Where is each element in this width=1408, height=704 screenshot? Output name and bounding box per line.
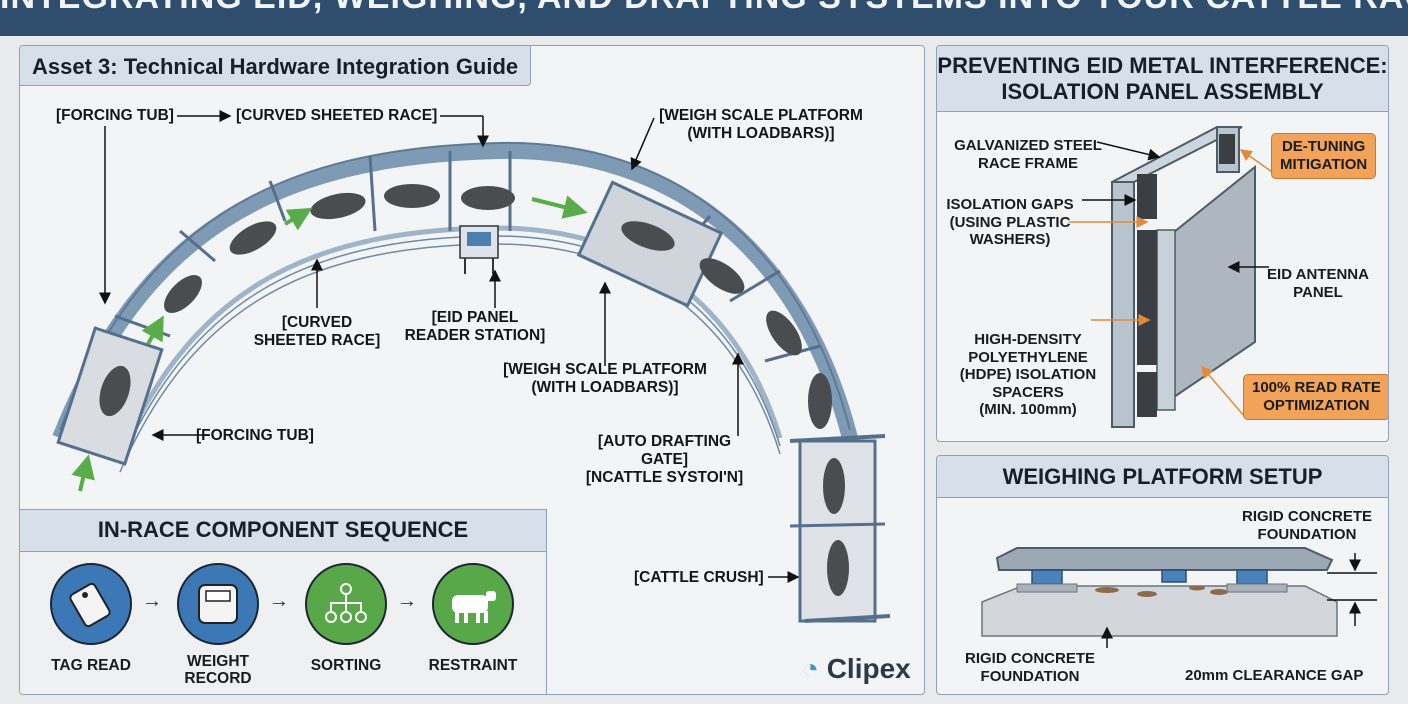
seq-arrow-1: →	[142, 590, 162, 612]
sequence-panel: IN-RACE COMPONENT SEQUENCE → → → TAG REA…	[20, 509, 547, 694]
weight-record-step	[177, 563, 259, 645]
step-caption-tag-read: TAG READ	[51, 657, 131, 674]
title-banner: INTEGRATING EID, WEIGHING, AND DRAFTING …	[0, 0, 1408, 36]
sequence-title: IN-RACE COMPONENT SEQUENCE	[20, 510, 546, 552]
label-weigh-mid: [WEIGH SCALE PLATFORM (WITH LOADBARS)]	[503, 361, 707, 396]
cattle-silhouettes	[99, 184, 849, 596]
label-forcing-tub-top: [FORCING TUB]	[56, 107, 174, 124]
page-title: INTEGRATING EID, WEIGHING, AND DRAFTING …	[0, 0, 1408, 17]
asset-title: Asset 3: Technical Hardware Integration …	[20, 46, 532, 86]
seq-arrow-3: →	[397, 590, 417, 612]
step-caption-sorting: SORTING	[310, 657, 382, 674]
label-clearance-gap: 20mm CLEARANCE GAP	[1185, 667, 1364, 684]
weighing-setup-diagram	[981, 547, 1377, 648]
label-forcing-tub-bottom: [FORCING TUB]	[196, 427, 314, 444]
tag-read-step	[50, 563, 132, 645]
cow-icon	[452, 591, 496, 623]
sorting-tree-icon	[325, 583, 367, 623]
race-diagram-panel: Asset 3: Technical Hardware Integration …	[19, 45, 925, 695]
isolation-panel: PREVENTING EID METAL INTERFERENCE: ISOLA…	[936, 45, 1389, 442]
label-curved-race-top: [CURVED SHEETED RACE]	[236, 107, 438, 124]
step-caption-weight-record: WEIGHT RECORD	[184, 653, 252, 687]
label-curved-race-mid: [CURVED SHEETED RACE]	[253, 314, 381, 349]
label-weigh-top: [WEIGH SCALE PLATFORM (WITH LOADBARS)]	[659, 107, 863, 142]
isolation-title: PREVENTING EID METAL INTERFERENCE: ISOLA…	[937, 46, 1388, 112]
tag-icon	[69, 582, 111, 628]
isolation-assembly-diagram	[1069, 126, 1276, 428]
step-caption-restraint: RESTRAINT	[428, 657, 518, 674]
seq-arrow-2: →	[269, 590, 289, 612]
clipex-logo: ◔ Clipex	[802, 653, 911, 684]
label-eid-panel: [EID PANEL READER STATION]	[404, 309, 546, 344]
eid-reader-station	[459, 225, 499, 259]
clipex-logo-mark: ◔	[802, 653, 819, 684]
race-diagram	[52, 110, 891, 623]
label-cattle-crush: [CATTLE CRUSH]	[634, 569, 764, 586]
weighing-title: WEIGHING PLATFORM SETUP	[937, 456, 1388, 498]
sorting-step	[305, 563, 387, 645]
flow-arrows	[71, 195, 588, 492]
scale-icon	[198, 584, 238, 624]
race-outer-wall	[52, 142, 858, 441]
label-auto-drafting: [AUTO DRAFTING GATE] [NCATTLE SYSTOI'N]	[585, 433, 744, 486]
restraint-step	[432, 563, 514, 645]
